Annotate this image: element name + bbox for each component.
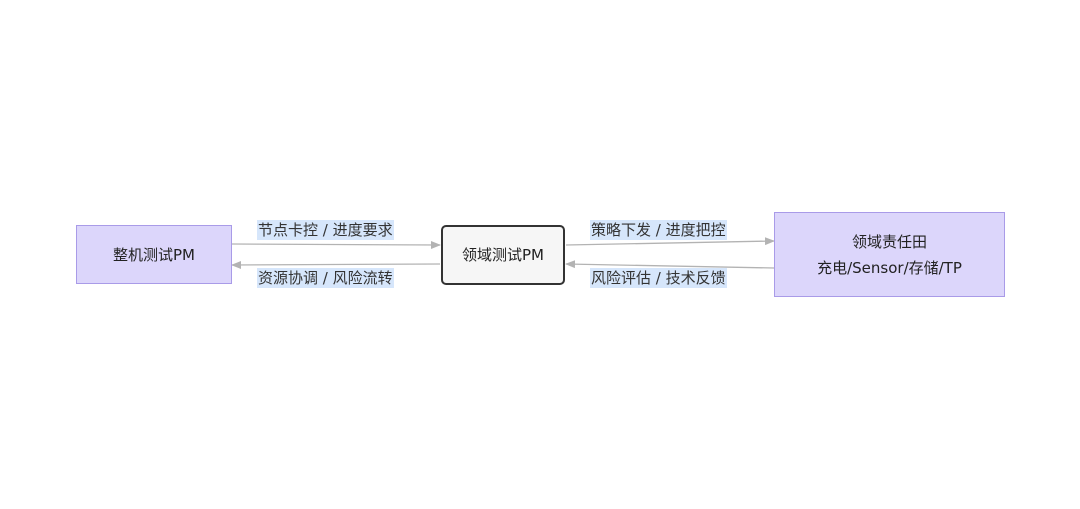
edge-right-to-center: [565, 260, 775, 269]
node-label-line1: 领域责任田: [851, 232, 927, 251]
node-domain-test-pm: 领域测试PM: [441, 225, 565, 285]
node-label-line2: 充电/Sensor/存储/TP: [817, 258, 962, 277]
edge-label-right-to-center: 风险评估 / 技术反馈: [590, 268, 727, 288]
edge-center-to-right: [565, 237, 775, 246]
edge-center-to-left: [231, 260, 441, 269]
edge-label-center-to-left: 资源协调 / 风险流转: [257, 268, 394, 288]
node-label: 领域测试PM: [462, 246, 544, 264]
edge-left-to-center: [231, 240, 441, 249]
node-whole-machine-test-pm: 整机测试PM: [76, 225, 232, 284]
edge-label-left-to-center: 节点卡控 / 进度要求: [257, 220, 394, 240]
edge-label-center-to-right: 策略下发 / 进度把控: [590, 220, 727, 240]
node-domain-responsibility: 领域责任田 充电/Sensor/存储/TP: [774, 212, 1005, 297]
node-label: 整机测试PM: [113, 245, 195, 264]
